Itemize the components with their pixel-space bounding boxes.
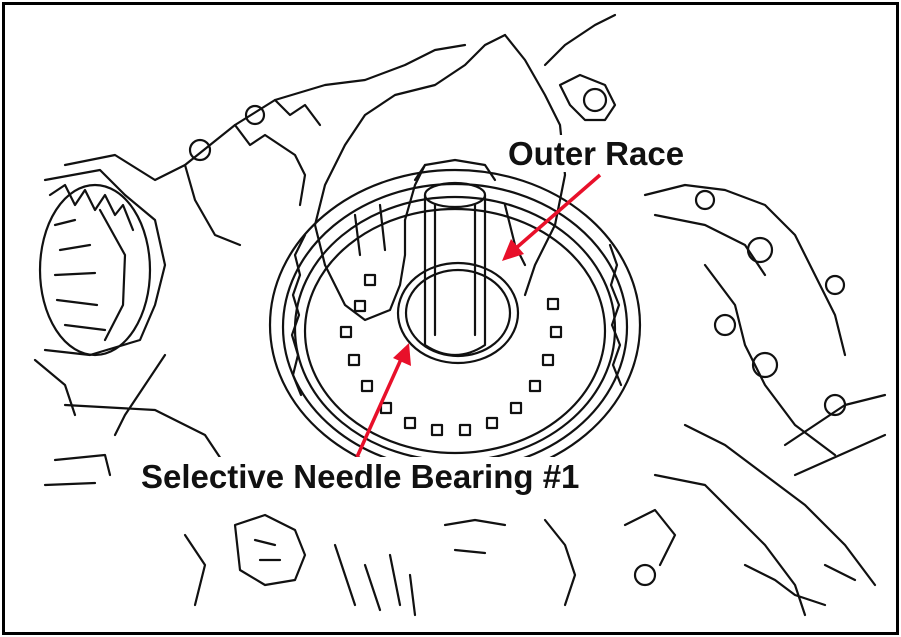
input-shaft xyxy=(413,158,497,356)
right-housing xyxy=(623,183,887,617)
lower-details xyxy=(183,513,577,617)
outer-race-arrow-line xyxy=(513,173,602,251)
needle-bearing-arrowhead xyxy=(393,343,411,366)
callout-arrows xyxy=(355,173,602,458)
housing-outline xyxy=(33,13,617,487)
selective-needle-bearing-label: Selective Needle Bearing #1 xyxy=(133,457,588,496)
transmission-line-art xyxy=(33,13,887,617)
needle-bearing-arrow-line xyxy=(355,356,404,458)
outer-race-ring xyxy=(396,261,520,365)
outer-race-label: Outer Race xyxy=(502,135,691,172)
hand xyxy=(313,33,567,322)
outer-race-arrowhead xyxy=(502,239,524,261)
clutch-drum xyxy=(268,168,642,482)
left-gear xyxy=(38,168,167,357)
bearing-cage xyxy=(339,273,563,437)
